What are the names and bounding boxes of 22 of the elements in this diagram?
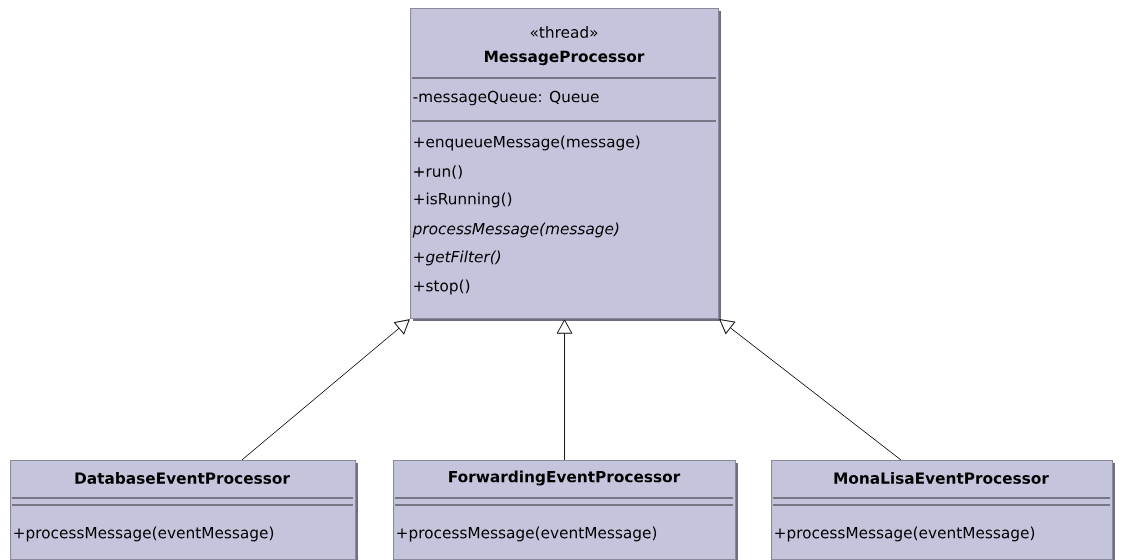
class-box xyxy=(771,460,1115,560)
method-text: +isRunning() xyxy=(414,192,512,208)
method-text: processMessage(message) xyxy=(412,222,619,238)
class-name: ForwardingEventProcessor xyxy=(449,470,681,486)
method-text: +processMessage(eventMessage) xyxy=(14,526,274,542)
class-box xyxy=(10,460,358,560)
method-text: +processMessage(eventMessage) xyxy=(775,526,1035,542)
class-name: MessageProcessor xyxy=(485,50,645,66)
method-text: +enqueueMessage(message) xyxy=(414,135,640,151)
method-text: +processMessage(eventMessage) xyxy=(397,526,657,542)
class-box xyxy=(393,460,738,560)
method-text: +run() xyxy=(414,165,462,179)
generalization-arrow xyxy=(719,319,902,461)
method-text: +getFilter() xyxy=(414,250,501,266)
class-name: MonaLisaEventProcessor xyxy=(834,472,1049,484)
class-box xyxy=(410,8,721,321)
stereotype-label: «thread» xyxy=(530,26,598,38)
class-name: DatabaseEventProcessor xyxy=(75,472,290,484)
generalization-arrow xyxy=(241,319,410,461)
generalization-arrow xyxy=(556,319,573,461)
method-text: +stop() xyxy=(414,279,470,295)
attribute-text: -messageQueue: Queue xyxy=(413,90,599,106)
